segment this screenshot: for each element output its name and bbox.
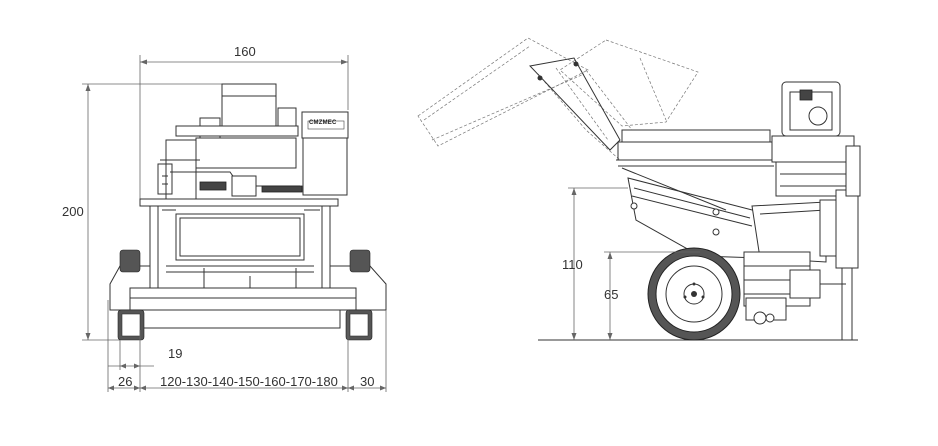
left-margin-label: 26 bbox=[118, 374, 133, 389]
width-dimension-line bbox=[139, 55, 349, 200]
side-underframe bbox=[743, 251, 846, 325]
front-frame bbox=[139, 198, 339, 297]
bottom-dimension-lines bbox=[107, 300, 387, 392]
brand-plate: CMZMEC bbox=[309, 120, 337, 126]
front-right-wheels bbox=[345, 249, 373, 341]
inner-offset-label: 19 bbox=[168, 346, 183, 361]
height-dimension-label: 200 bbox=[62, 204, 84, 219]
front-base bbox=[109, 265, 387, 329]
hopper-arm bbox=[528, 57, 621, 151]
upper-height-label: 110 bbox=[562, 257, 583, 272]
side-view bbox=[417, 37, 861, 341]
front-view bbox=[82, 55, 387, 392]
side-height-dimensions bbox=[568, 187, 700, 340]
mixing-tub bbox=[616, 129, 777, 167]
front-left-wheels bbox=[117, 249, 145, 341]
side-wheel bbox=[647, 247, 741, 341]
right-margin-label: 30 bbox=[360, 374, 375, 389]
raised-hopper-outline bbox=[417, 37, 699, 161]
lower-height-label: 65 bbox=[604, 287, 619, 302]
height-dimension-line bbox=[82, 83, 222, 341]
side-engine-unit bbox=[771, 81, 861, 341]
track-range-label: 120-130-140-150-160-170-180 bbox=[160, 374, 338, 389]
front-motor-box bbox=[175, 83, 299, 141]
front-control-panel bbox=[301, 111, 349, 196]
width-dimension-label: 160 bbox=[234, 44, 256, 59]
side-body bbox=[621, 167, 827, 263]
front-hopper-body bbox=[157, 137, 303, 201]
